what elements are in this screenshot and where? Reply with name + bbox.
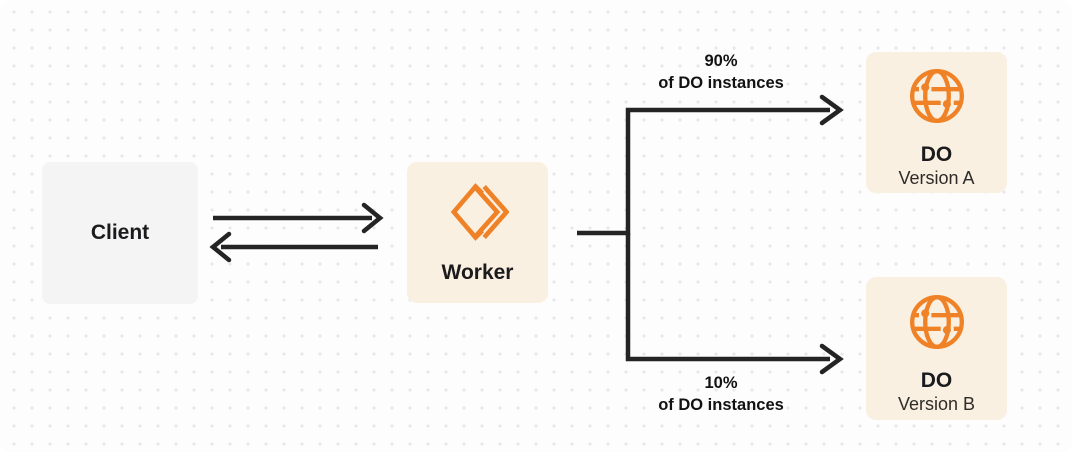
globe-icon — [909, 69, 964, 123]
globe-icon — [909, 295, 964, 349]
branch-to-do-b-arrow — [625, 233, 844, 375]
arrowhead-left-icon — [209, 231, 232, 263]
bottom-branch-label: 10% of DO instances — [611, 372, 831, 416]
do-a-title: DO — [920, 143, 953, 166]
branch-top-shaft — [577, 107, 830, 236]
arrowhead-do-b-icon — [819, 343, 844, 375]
top-branch-caption: of DO instances — [658, 74, 784, 92]
do-b-subtitle: Version B — [897, 394, 976, 414]
worker-label: Worker — [441, 260, 514, 284]
top-branch-label: 90% of DO instances — [611, 50, 831, 94]
client-label: Client — [90, 221, 150, 244]
client-node: Client — [42, 162, 198, 304]
arrowhead-right-icon — [361, 202, 384, 234]
do-a-subtitle: Version A — [898, 168, 975, 188]
do-version-a-node: DO Version A — [866, 52, 1007, 193]
client-to-worker-arrow — [213, 202, 384, 234]
worker-to-client-arrow — [209, 231, 378, 263]
bottom-branch-percentage: 10% — [704, 374, 738, 392]
workers-logo-icon — [450, 182, 509, 241]
arrowhead-do-a-icon — [819, 94, 844, 126]
do-version-b-node: DO Version B — [866, 277, 1007, 420]
branch-bottom-shaft — [625, 233, 830, 362]
do-b-title: DO — [920, 369, 953, 392]
worker-node: Worker — [407, 162, 548, 303]
bottom-branch-caption: of DO instances — [658, 396, 784, 414]
top-branch-percentage: 90% — [704, 52, 738, 70]
branch-to-do-a-arrow — [577, 94, 844, 236]
